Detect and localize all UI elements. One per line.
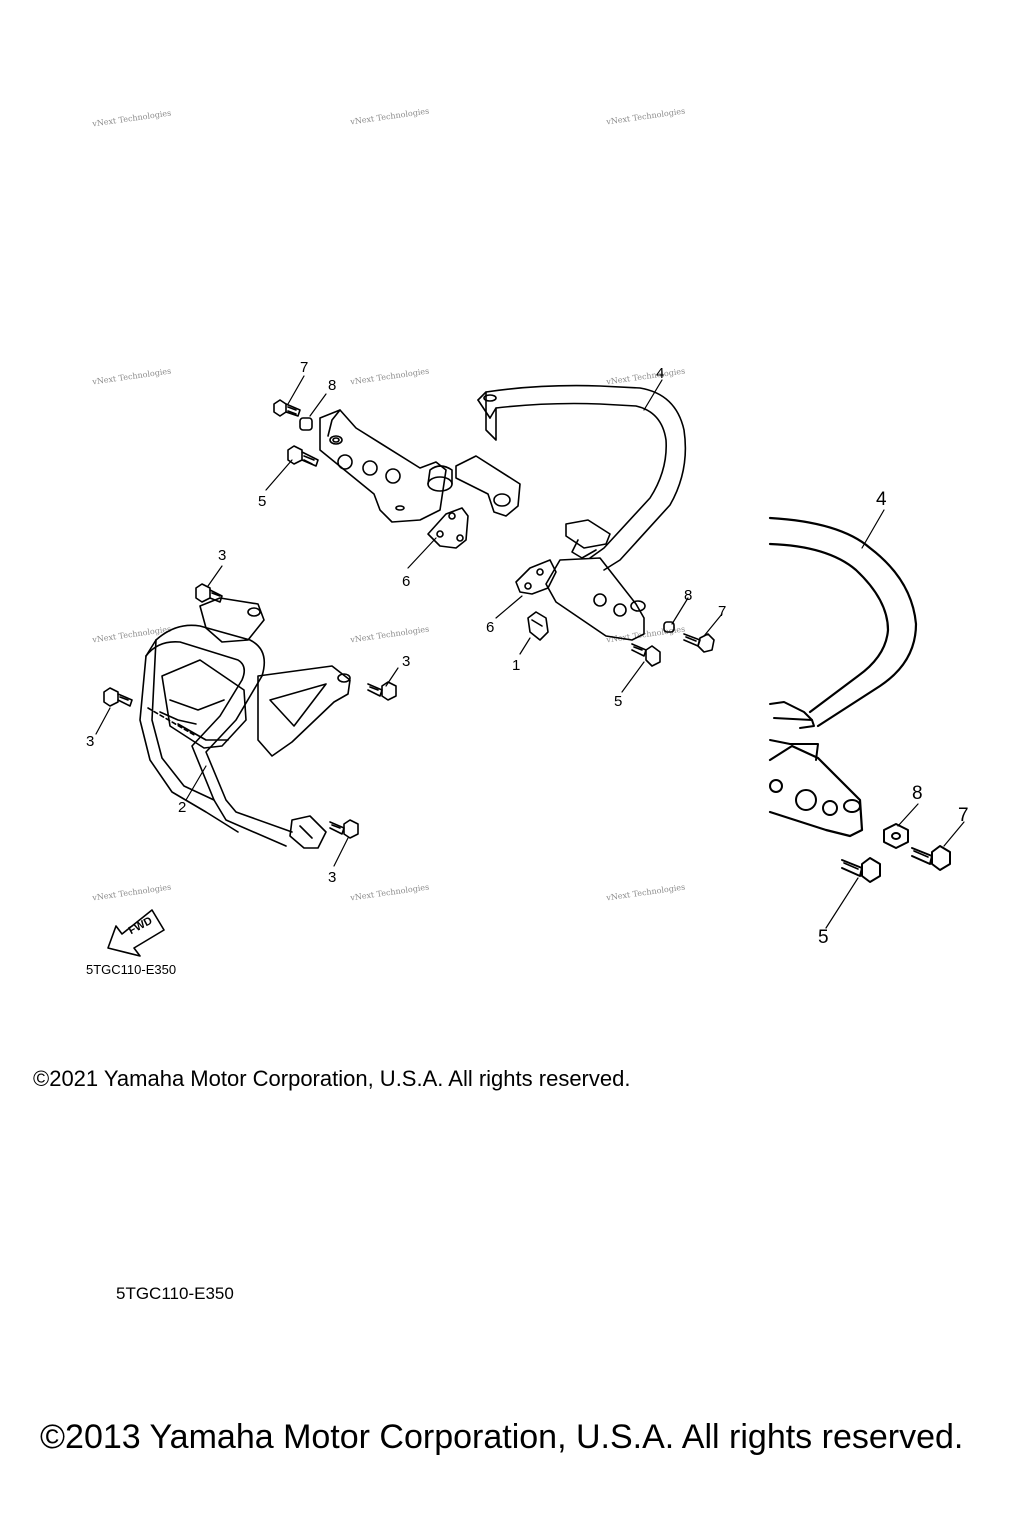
bolt-3-right: [367, 681, 397, 701]
bolt-3-bottom: [329, 819, 359, 839]
callout-5-detail: 5: [818, 927, 829, 948]
callout-2: 2: [178, 799, 187, 816]
detail-inset: [768, 516, 951, 883]
callout-6-top: 6: [402, 573, 411, 590]
collar-8-right: [663, 621, 675, 633]
bolt-5-top: [287, 445, 319, 467]
callout-6-right: 6: [486, 619, 495, 636]
clip-1: [527, 611, 549, 641]
callout-8-detail: 8: [912, 783, 923, 804]
callout-3-left: 3: [86, 733, 95, 750]
callout-7-detail: 7: [958, 805, 969, 826]
callout-4-top: 4: [656, 365, 665, 382]
leader-lines: [95, 375, 965, 929]
rear-grab-bar: [319, 384, 687, 571]
bolt-7-top: [273, 399, 301, 417]
copyright-2021: ©2021 Yamaha Motor Corporation, U.S.A. A…: [33, 1066, 631, 1091]
callout-3-top: 3: [218, 547, 227, 564]
callout-8-top: 8: [328, 377, 337, 394]
plate-6-right: [515, 559, 557, 595]
collar-8-top: [299, 417, 343, 445]
copyright-2013: ©2013 Yamaha Motor Corporation, U.S.A. A…: [40, 1418, 964, 1456]
callout-8-right: 8: [684, 587, 693, 604]
bolt-5-right: [631, 643, 661, 667]
callout-1: 1: [512, 657, 521, 674]
plate-6-top: [427, 507, 469, 549]
callout-7-right: 7: [718, 603, 727, 620]
figure-code-large: 5TGC110-E350: [116, 1284, 234, 1303]
callout-3-bottom: 3: [328, 869, 337, 886]
callout-5-right: 5: [614, 693, 623, 710]
fwd-arrow-icon: [107, 909, 165, 957]
callout-5-top: 5: [258, 493, 267, 510]
bolt-3-left: [103, 687, 133, 707]
bolt-7-right: [683, 633, 715, 653]
callout-3-right: 3: [402, 653, 411, 670]
bolt-3-top: [195, 583, 223, 603]
callout-4-detail: 4: [876, 489, 887, 510]
figure-code-small: 5TGC110-E350: [86, 962, 177, 977]
callout-7-top: 7: [300, 359, 309, 376]
right-mounting-plate: [545, 557, 646, 641]
front-guard: [139, 597, 351, 849]
exploded-parts-diagram: [95, 375, 965, 957]
